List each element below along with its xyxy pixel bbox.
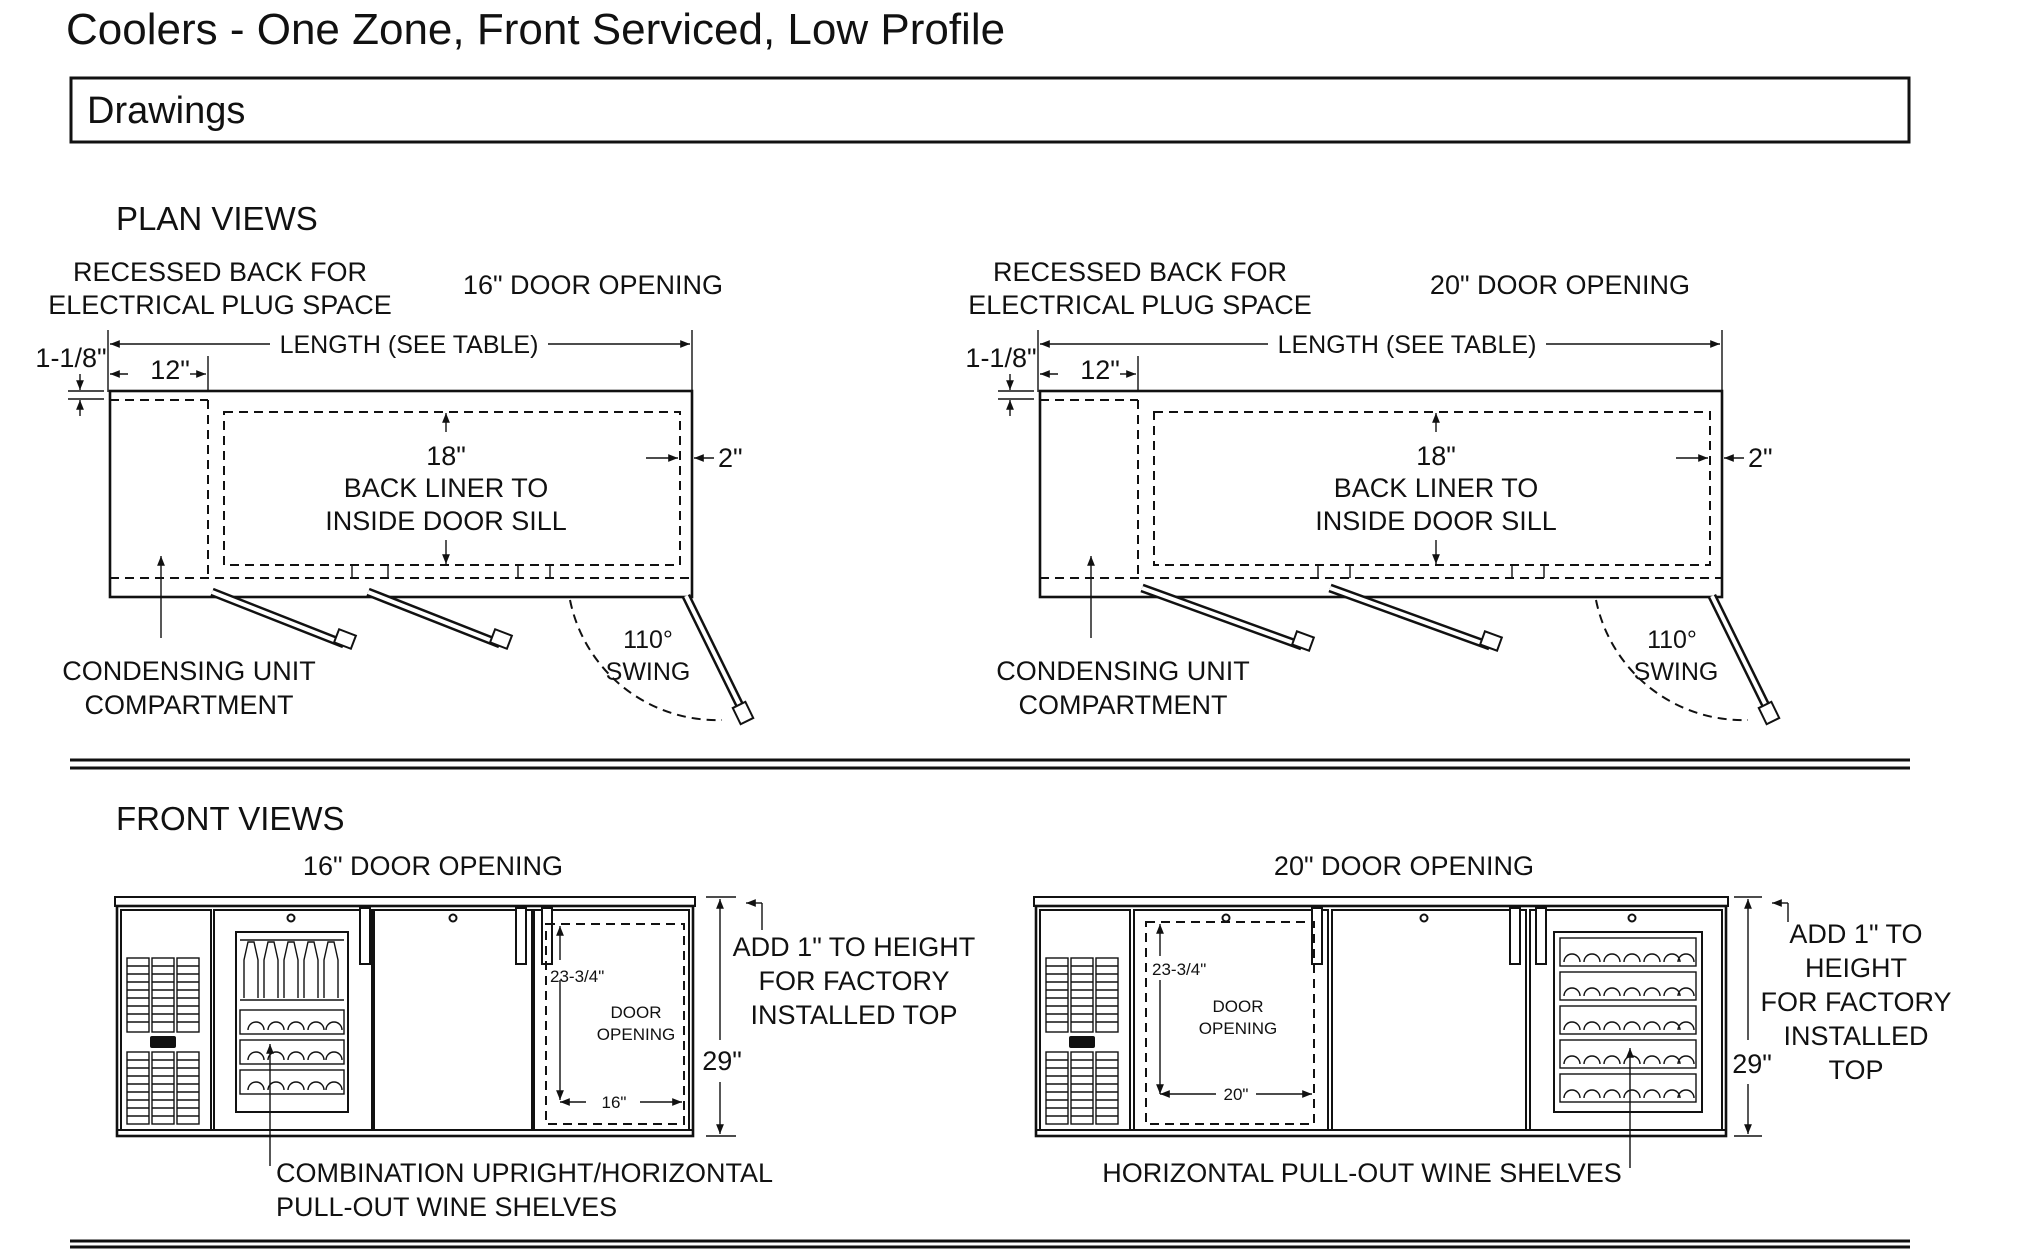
swing-label: SWING	[1634, 658, 1719, 686]
condensing-label-2: COMPARTMENT	[1019, 690, 1228, 720]
dim-29: 29"	[702, 1046, 742, 1076]
dim-height: 23-3/4"	[1152, 960, 1206, 979]
swing-degree: 110°	[1647, 626, 1697, 654]
dim-2: 2"	[1748, 443, 1773, 473]
door-label-2: OPENING	[597, 1025, 675, 1044]
wine-shelves-horizontal	[239, 1009, 345, 1095]
condensing-label-1: CONDENSING UNIT	[62, 656, 316, 686]
door-label-1: DOOR	[1213, 997, 1264, 1016]
door-panel	[1328, 583, 1504, 652]
dim-18: 18"	[1416, 441, 1456, 471]
door-handle	[1311, 907, 1323, 965]
shelves-note-1: HORIZONTAL PULL-OUT WINE SHELVES	[1102, 1158, 1622, 1188]
front-view-20-door: 20" DOOR OPENING 23-3/4" DOOR OPENING 20…	[1033, 851, 1952, 1188]
condensing-label-2: COMPARTMENT	[85, 690, 294, 720]
door-label-2: OPENING	[1199, 1019, 1277, 1038]
louver-grille	[1045, 957, 1119, 1125]
louver-grille	[126, 957, 200, 1125]
door-panel	[1140, 583, 1316, 652]
add-height-note-2: FOR FACTORY	[758, 966, 949, 996]
liner-label-2: INSIDE DOOR SILL	[1315, 506, 1557, 536]
door-label-1: DOOR	[611, 1003, 662, 1022]
dim-12: 12"	[150, 355, 190, 385]
swing-door	[681, 594, 755, 726]
add-height-note-1: ADD 1" TO HEIGHT	[733, 932, 976, 962]
liner-label-2: INSIDE DOOR SILL	[325, 506, 567, 536]
door-panel	[210, 587, 358, 651]
length-label: LENGTH (SEE TABLE)	[280, 331, 539, 359]
dim-height: 23-3/4"	[550, 967, 604, 986]
add-height-note-2: HEIGHT	[1805, 953, 1907, 983]
swing-label: SWING	[606, 658, 691, 686]
door-handle	[359, 907, 371, 965]
add-height-note-1: ADD 1" TO	[1789, 919, 1922, 949]
recessed-label-2: ELECTRICAL PLUG SPACE	[968, 290, 1312, 320]
dim-2: 2"	[718, 443, 743, 473]
dim-width: 16"	[602, 1093, 627, 1112]
page-title: Coolers - One Zone, Front Serviced, Low …	[66, 5, 1005, 54]
dim-18: 18"	[426, 441, 466, 471]
add-height-note-4: INSTALLED	[1783, 1021, 1928, 1051]
plan-views-heading: PLAN VIEWS	[116, 200, 318, 237]
bottle-rack-upright	[240, 939, 344, 1001]
shelves-note-2: PULL-OUT WINE SHELVES	[276, 1192, 617, 1222]
front-view-16-door: 16" DOOR OPENING	[114, 851, 976, 1222]
door-handle	[1509, 907, 1521, 965]
plan-view-20-door: RECESSED BACK FOR ELECTRICAL PLUG SPACE …	[965, 257, 1781, 726]
front-views-heading: FRONT VIEWS	[116, 800, 345, 837]
dim-29: 29"	[1732, 1049, 1772, 1079]
swing-door	[1707, 594, 1781, 726]
door-opening-label: 20" DOOR OPENING	[1274, 851, 1534, 881]
add-height-note-5: TOP	[1828, 1055, 1883, 1085]
door-opening-label: 20" DOOR OPENING	[1430, 270, 1690, 300]
dim-1-1-8: 1-1/8"	[35, 343, 106, 373]
door-panel	[366, 587, 514, 651]
section-box	[69, 76, 1911, 144]
door-handle	[515, 907, 527, 965]
condensing-label-1: CONDENSING UNIT	[996, 656, 1250, 686]
liner-label-1: BACK LINER TO	[344, 473, 549, 503]
door-opening-label: 16" DOOR OPENING	[303, 851, 563, 881]
wine-shelves-horizontal	[1559, 937, 1697, 1103]
dim-1-1-8: 1-1/8"	[965, 343, 1036, 373]
dim-12: 12"	[1080, 355, 1120, 385]
recessed-label-1: RECESSED BACK FOR	[993, 257, 1287, 287]
door-opening-label: 16" DOOR OPENING	[463, 270, 723, 300]
recessed-label-2: ELECTRICAL PLUG SPACE	[48, 290, 392, 320]
dim-width: 20"	[1224, 1085, 1249, 1104]
recessed-label-1: RECESSED BACK FOR	[73, 257, 367, 287]
section-label: Drawings	[87, 90, 245, 132]
swing-degree: 110°	[623, 626, 673, 654]
liner-label-1: BACK LINER TO	[1334, 473, 1539, 503]
add-height-note-3: INSTALLED TOP	[750, 1000, 957, 1030]
door-handle	[1535, 907, 1547, 965]
length-label: LENGTH (SEE TABLE)	[1278, 331, 1537, 359]
plan-view-16-door: RECESSED BACK FOR ELECTRICAL PLUG SPACE …	[35, 257, 755, 726]
add-height-note-3: FOR FACTORY	[1760, 987, 1951, 1017]
shelves-note-1: COMBINATION UPRIGHT/HORIZONTAL	[276, 1158, 773, 1188]
